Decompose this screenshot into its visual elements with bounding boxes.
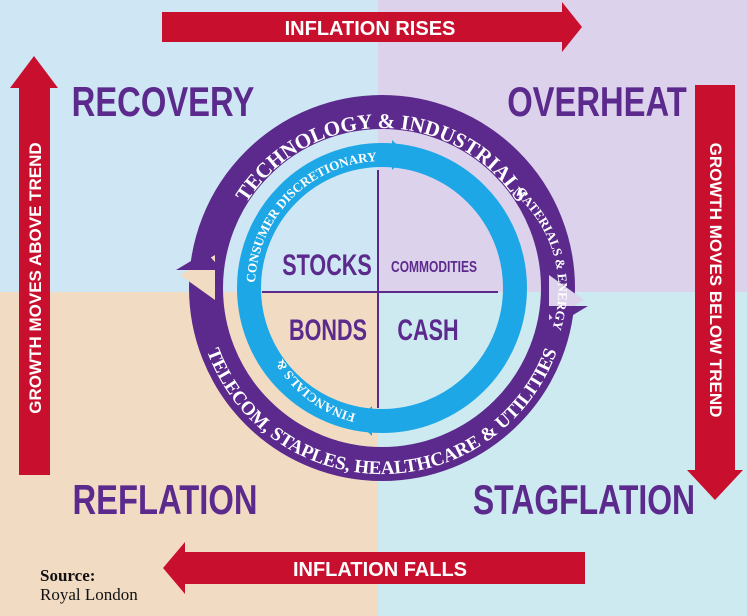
center-label-bonds: BONDS xyxy=(289,312,367,346)
center-label-cash: CASH xyxy=(397,312,458,346)
outer-ring-arrowhead-right xyxy=(542,306,588,324)
inner-ring-arrowhead-bottom xyxy=(356,406,372,436)
arrow-up-shape xyxy=(10,56,58,475)
center-label-commodities: COMMODITIES xyxy=(391,257,477,275)
arrow-growth-above-trend: GROWTH MOVES ABOVE TREND xyxy=(10,56,58,475)
inner-ring-arrowhead-top xyxy=(392,140,408,170)
arrow-growth-below-trend: GROWTH MOVES BELOW TREND xyxy=(687,85,743,500)
label-overheat: OVERHEAT xyxy=(507,78,687,125)
arrow-inflation-rises: INFLATION RISES xyxy=(162,2,582,52)
quadrant-recovery-bg xyxy=(0,0,378,292)
arrow-down-shape xyxy=(687,85,743,500)
label-recovery: RECOVERY xyxy=(72,78,255,125)
center-label-stocks: STOCKS xyxy=(282,247,372,281)
source-label: Source: xyxy=(40,566,96,585)
inner-ring-band xyxy=(237,143,527,433)
arrow-label-inflation-rises: INFLATION RISES xyxy=(285,18,456,40)
arrow-right-shape xyxy=(162,2,582,52)
arrow-left-shape xyxy=(163,542,585,594)
center-asset-classes: STOCKS COMMODITIES BONDS CASH xyxy=(262,170,498,408)
arrow-label-growth-below: GROWTH MOVES BELOW TREND xyxy=(706,143,725,418)
arrow-inflation-falls: INFLATION FALLS xyxy=(163,542,585,594)
source-value: Royal London xyxy=(40,585,138,604)
label-stagflation: STAGFLATION xyxy=(473,476,695,523)
outer-ring-arrowhead-left xyxy=(176,252,222,270)
label-reflation: REFLATION xyxy=(73,476,258,523)
source-note: Source: Royal London xyxy=(40,566,138,604)
arrow-label-growth-above: GROWTH MOVES ABOVE TREND xyxy=(26,142,45,413)
arrow-label-inflation-falls: INFLATION FALLS xyxy=(293,559,467,581)
